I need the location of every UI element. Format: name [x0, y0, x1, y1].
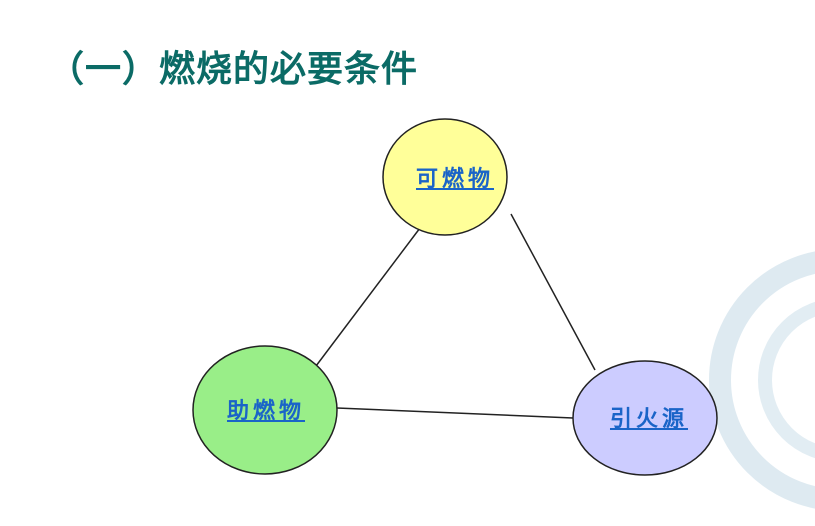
node-oxidizer — [192, 345, 338, 475]
oxidizer-link[interactable]: 助燃物 — [226, 399, 306, 424]
slide-title: （一）燃烧的必要条件 — [48, 49, 419, 90]
fuel-link[interactable]: 可燃物 — [415, 167, 495, 192]
edge-fuel-ignition — [510, 213, 596, 371]
node-ignition — [572, 360, 718, 476]
edge-fuel-oxidizer — [315, 227, 421, 367]
node-fuel — [382, 118, 508, 236]
edge-oxidizer-ignition — [336, 407, 574, 419]
decorative-swirl — [709, 251, 815, 509]
ignition-source-link[interactable]: 引火源 — [609, 407, 689, 432]
